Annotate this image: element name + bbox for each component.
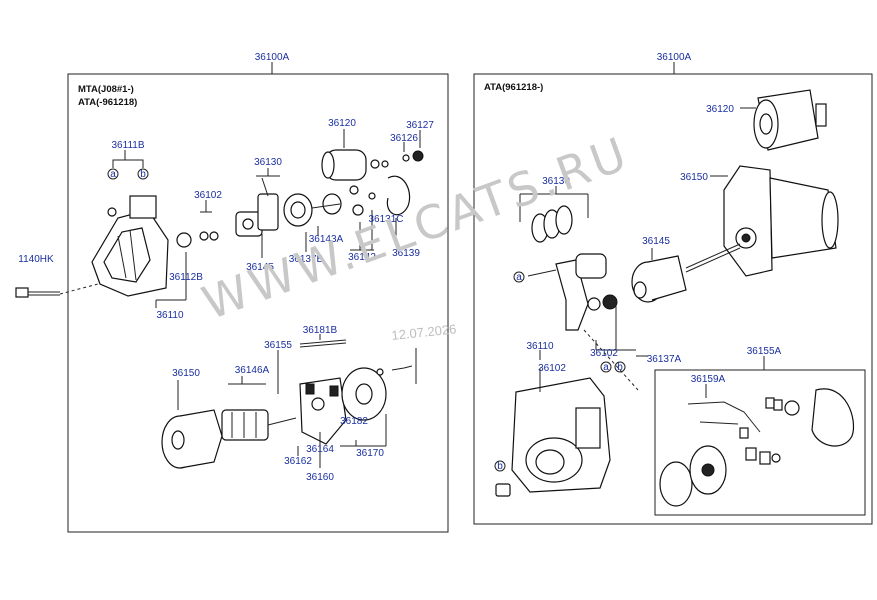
part-kit-36155A: [659, 388, 855, 507]
label-36150-right[interactable]: 36150: [680, 172, 708, 183]
part-clip-36139: [386, 175, 411, 216]
right-variant: ATA(961218-): [484, 82, 543, 93]
circle-b-left: b: [140, 169, 146, 180]
label-36102-left[interactable]: 36102: [194, 190, 222, 201]
circle-a-left: a: [110, 169, 116, 180]
label-36139[interactable]: 36139: [392, 248, 420, 259]
label-36127[interactable]: 36127: [406, 120, 434, 131]
part-motor-36150-right: [685, 165, 839, 277]
left-variant-1: MTA(J08#1-): [78, 84, 134, 95]
label-36110-right[interactable]: 36110: [526, 341, 554, 352]
part-yoke-36150-left: [161, 409, 223, 469]
kit-frame-36155A: [654, 369, 866, 516]
circle-a-right-2: a: [603, 362, 609, 373]
part-drive-36145-left: [235, 177, 279, 237]
part-armature-36146A: [221, 409, 297, 441]
label-36159A[interactable]: 36159A: [691, 374, 726, 385]
label-36130-right[interactable]: 36130: [542, 176, 570, 187]
label-36182[interactable]: 36182: [340, 416, 368, 427]
part-pinion-36145-right: [631, 255, 687, 303]
label-36131C[interactable]: 36131C: [368, 214, 403, 225]
label-1140HK[interactable]: 1140HK: [18, 254, 54, 265]
right-assembly-title[interactable]: 36100A: [657, 52, 692, 63]
left-variant-2: ATA(-961218): [78, 97, 137, 108]
part-bushing-36102-right: [495, 483, 511, 497]
date-stamp: 12.07.2026: [391, 321, 457, 343]
label-36137A[interactable]: 36137A: [647, 354, 682, 365]
label-36181B[interactable]: 36181B: [303, 325, 338, 336]
circle-b-right-1: b: [617, 362, 623, 373]
label-36150-left[interactable]: 36150: [172, 368, 200, 379]
part-solenoid-36120-left: [321, 149, 389, 181]
label-36112B[interactable]: 36112B: [169, 272, 203, 283]
label-36102-right-b[interactable]: 36102: [590, 348, 618, 359]
right-frame: [473, 73, 873, 525]
label-36110-left[interactable]: 36110: [156, 310, 184, 321]
label-36160[interactable]: 36160: [306, 472, 334, 483]
label-36111B[interactable]: 36111B: [112, 140, 145, 151]
left-assembly-title[interactable]: 36100A: [255, 52, 290, 63]
label-36137B[interactable]: 36137B: [289, 254, 324, 265]
label-36120-left[interactable]: 36120: [328, 118, 356, 129]
part-bushing-36102: [176, 232, 192, 248]
label-36142[interactable]: 36142: [348, 252, 376, 263]
label-36126[interactable]: 36126: [390, 133, 418, 144]
part-front-housing-left: [91, 195, 169, 297]
label-36120-right[interactable]: 36120: [706, 104, 734, 115]
label-36130-left[interactable]: 36130: [254, 157, 282, 168]
part-rear-bracket-36170: [341, 367, 387, 421]
label-36155[interactable]: 36155: [264, 340, 292, 351]
label-36146A[interactable]: 36146A: [235, 365, 270, 376]
part-lever-36130-right: [531, 205, 607, 331]
circle-b-right-2: b: [497, 461, 503, 472]
label-36162[interactable]: 36162: [284, 456, 312, 467]
part-brush-holder-36160: [299, 377, 347, 445]
circle-a-right-1: a: [516, 272, 522, 283]
label-36145-right[interactable]: 36145: [642, 236, 670, 247]
label-36155A[interactable]: 36155A: [747, 346, 782, 357]
part-bolt-1140HK: [15, 283, 99, 298]
part-housing-36110-right: [511, 377, 611, 493]
label-36164[interactable]: 36164: [306, 444, 334, 455]
left-frame: [67, 73, 449, 533]
label-36143A[interactable]: 36143A: [309, 234, 344, 245]
label-36170[interactable]: 36170: [356, 448, 384, 459]
label-36102-right-a[interactable]: 36102: [538, 363, 566, 374]
label-36145-left[interactable]: 36145: [246, 262, 274, 273]
part-solenoid-36120-right: [753, 89, 827, 151]
